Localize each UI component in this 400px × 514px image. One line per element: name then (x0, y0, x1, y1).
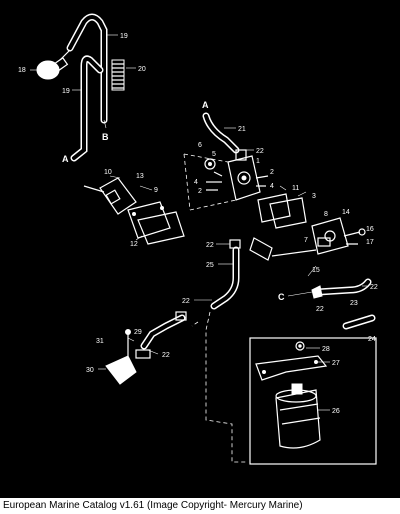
callout-9: 9 (154, 187, 158, 194)
callout-28: 28 (322, 346, 330, 353)
gasket-12 (137, 211, 185, 245)
hose-21 (202, 112, 240, 154)
fuel-filter-26 (275, 383, 321, 449)
callout-18: 18 (18, 67, 26, 74)
callout-15: 15 (312, 267, 320, 274)
primer-bulb-18 (36, 49, 71, 80)
callout-5: 5 (212, 151, 216, 158)
cover-plate-13 (99, 177, 137, 215)
elbow-fitting (249, 237, 317, 261)
callout-27: 27 (332, 360, 340, 367)
diaphragm-9 (127, 201, 171, 239)
callout-10: 10 (104, 169, 112, 176)
callout-11: 11 (292, 185, 299, 192)
callout-21: 21 (238, 126, 246, 133)
callout-31: 31 (96, 338, 104, 345)
callout-22-mid: 22 (206, 242, 214, 249)
callout-16: 16 (366, 226, 374, 233)
pump-cover-14 (311, 217, 349, 255)
filter-assembly-box (249, 337, 377, 465)
callout-22-left: 22 (182, 298, 190, 305)
hose-19 (66, 13, 108, 162)
callout-17: 17 (366, 239, 374, 246)
callout-22-right: 22 (370, 284, 378, 291)
callout-22-top: 22 (256, 148, 264, 155)
callout-22-bottom: 22 (162, 352, 170, 359)
screw-31 (125, 329, 131, 356)
callout-12: 12 (130, 241, 138, 248)
callout-26: 26 (332, 408, 340, 415)
check-valve-5-6 (204, 158, 223, 177)
fuel-system-exploded-diagram: 19 18 20 19 B A A 21 6 5 22 1 4 2 2 4 10… (18, 13, 378, 465)
callout-4-left: 4 (194, 179, 198, 186)
fuel-connector-30 (105, 349, 151, 385)
callout-29: 29 (134, 329, 142, 336)
fuel-pump-1 (183, 149, 261, 211)
screws-4-2 (206, 175, 269, 191)
callout-1: 1 (256, 158, 260, 165)
bracket-27 (255, 355, 328, 381)
callout-24: 24 (368, 336, 376, 343)
callout-19-left: 19 (62, 88, 70, 95)
gasket-11 (257, 193, 291, 223)
callout-2-right: 2 (270, 169, 274, 176)
callout-a-left: A (62, 154, 69, 164)
callout-4-right: 4 (270, 183, 274, 190)
callout-30: 30 (86, 367, 94, 374)
hose-25 (210, 239, 241, 310)
spring-20 (111, 59, 125, 91)
fuel-line-routing (191, 311, 248, 463)
hose-29 (140, 311, 187, 350)
diaphragm-3 (269, 197, 307, 229)
callout-7: 7 (304, 237, 308, 244)
image-caption: European Marine Catalog v1.61 (Image Cop… (0, 498, 400, 514)
hose-24 (342, 314, 376, 330)
callout-19-top: 19 (120, 33, 128, 40)
callout-14: 14 (342, 209, 350, 216)
callout-20: 20 (138, 66, 146, 73)
callout-2-left: 2 (198, 188, 202, 195)
leader-lines (30, 34, 368, 411)
callout-8: 8 (324, 211, 328, 218)
part-callouts: 19 18 20 19 B A A 21 6 5 22 1 4 2 2 4 10… (18, 33, 378, 415)
fittings-16-17 (343, 228, 366, 245)
callout-13: 13 (136, 173, 144, 180)
callout-b: B (102, 132, 109, 142)
hose-23 (311, 278, 372, 299)
callout-6: 6 (198, 142, 202, 149)
callout-c: C (278, 292, 285, 302)
nut-28 (295, 341, 305, 351)
stud-10 (83, 185, 105, 193)
callout-23: 23 (350, 300, 358, 307)
callout-22-low: 22 (316, 306, 324, 313)
callout-25: 25 (206, 262, 214, 269)
callout-3: 3 (312, 193, 316, 200)
callout-a-right: A (202, 100, 209, 110)
